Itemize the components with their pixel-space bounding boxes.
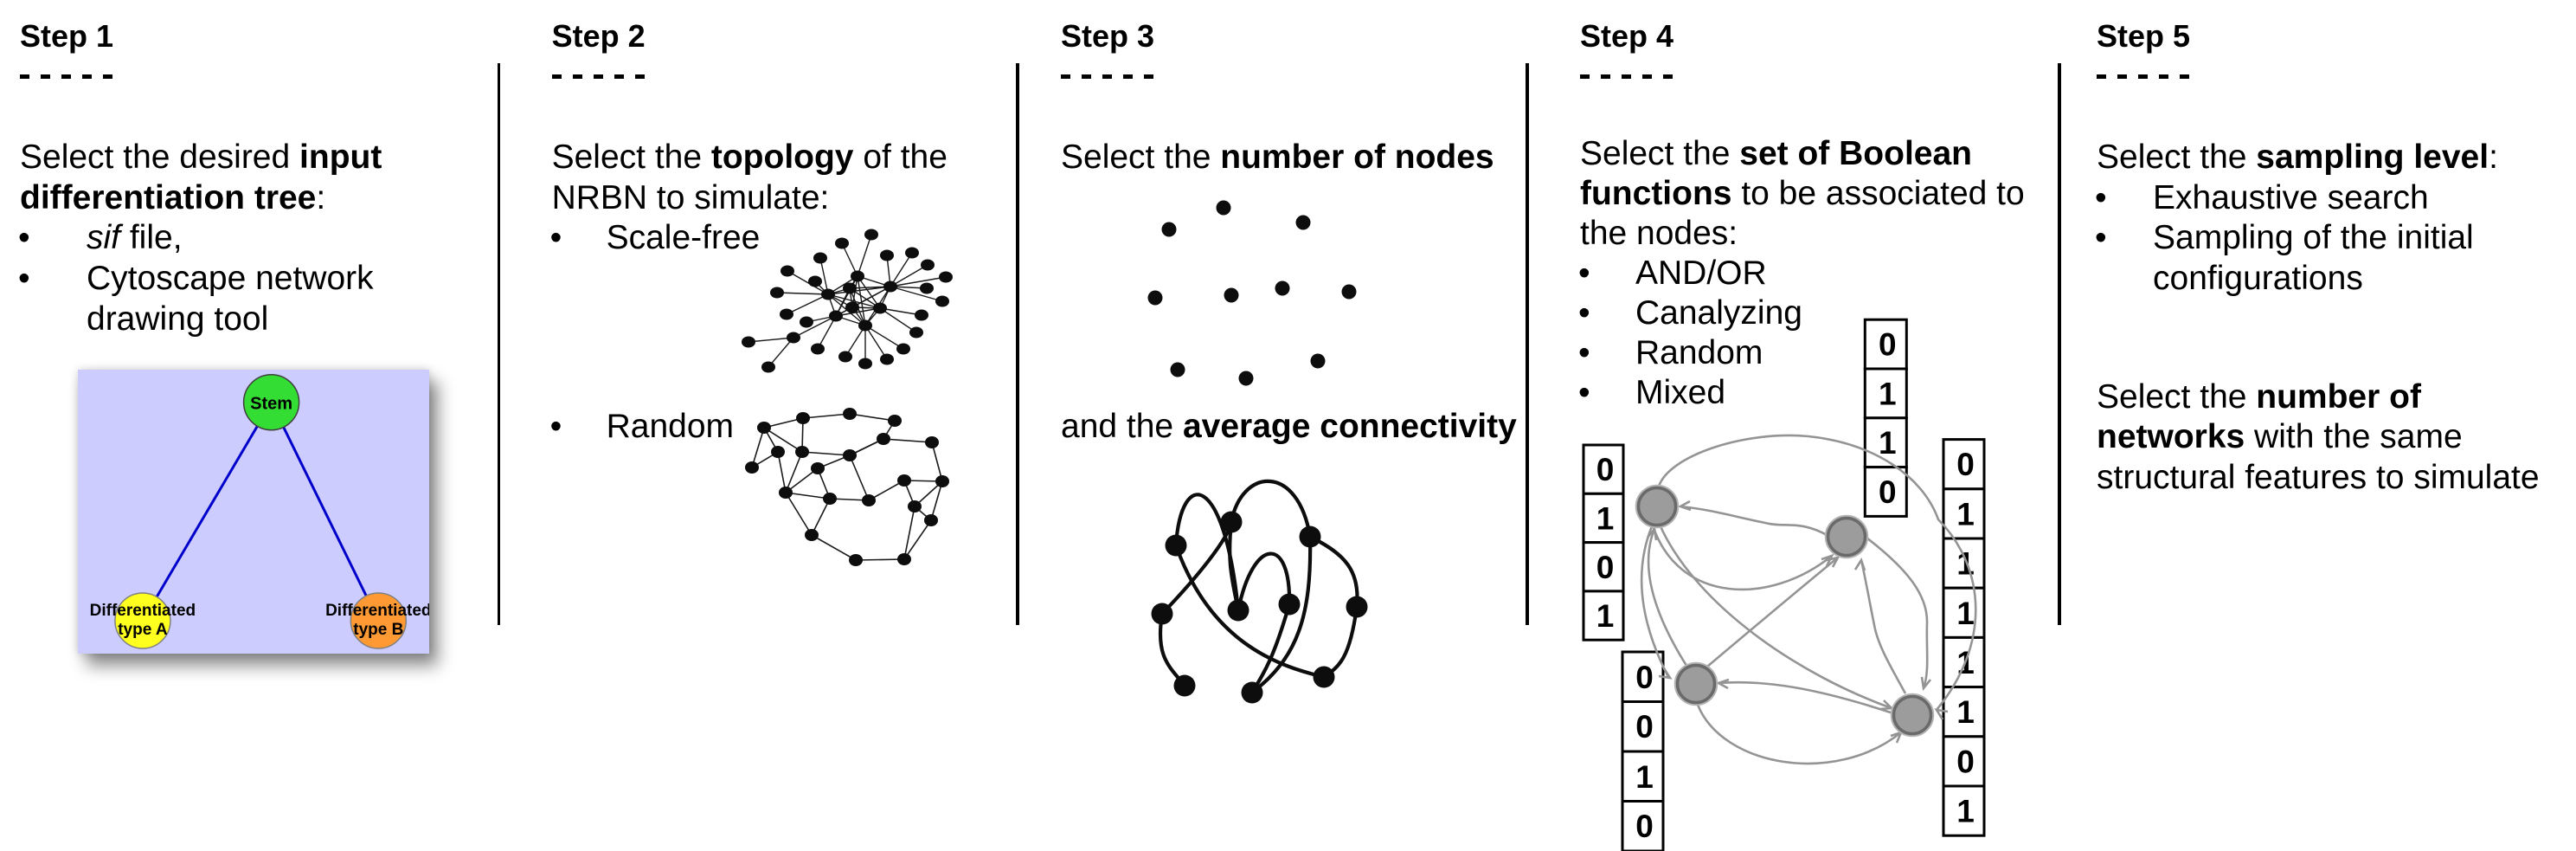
svg-text:0: 0 [1956, 744, 1975, 779]
svg-text:0: 0 [1596, 550, 1615, 585]
svg-text:Differentiated: Differentiated [325, 602, 429, 620]
svg-text:0: 0 [1635, 709, 1654, 745]
svg-text:0: 0 [1879, 474, 1897, 510]
svg-text:1: 1 [1879, 425, 1897, 461]
svg-text:1: 1 [1879, 376, 1897, 411]
svg-text:Stem: Stem [250, 395, 292, 414]
svg-text:0: 0 [1596, 452, 1615, 487]
svg-text:0: 0 [1956, 447, 1975, 482]
svg-text:type B: type B [353, 621, 403, 639]
svg-text:1: 1 [1956, 794, 1975, 829]
svg-text:1: 1 [1596, 598, 1615, 634]
svg-text:1: 1 [1956, 596, 1975, 631]
svg-text:1: 1 [1956, 496, 1975, 532]
svg-text:0: 0 [1879, 327, 1897, 363]
svg-text:1: 1 [1596, 501, 1615, 537]
svg-text:0: 0 [1635, 809, 1654, 844]
svg-text:0: 0 [1635, 660, 1654, 695]
svg-text:1: 1 [1635, 759, 1654, 795]
svg-text:Differentiated: Differentiated [90, 602, 196, 620]
svg-text:1: 1 [1956, 694, 1975, 730]
svg-text:type A: type A [118, 621, 168, 639]
